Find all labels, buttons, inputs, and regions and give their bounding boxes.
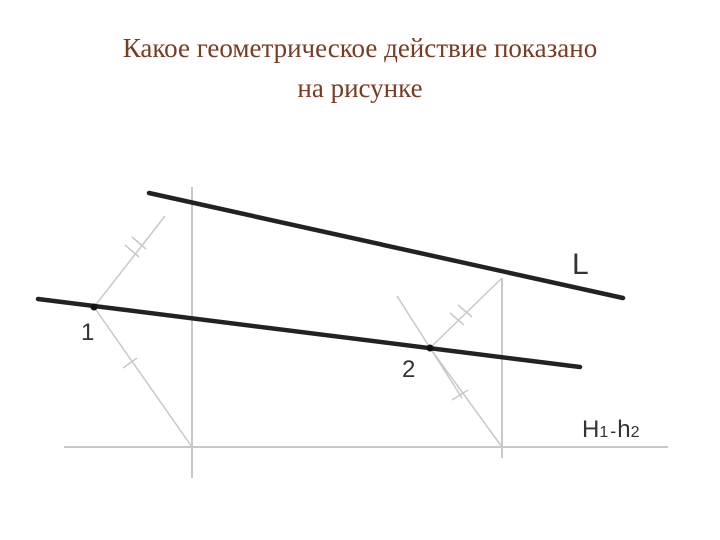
tick-mark <box>457 304 473 318</box>
label-axis-sub1: 1 <box>599 424 608 441</box>
label-axis-dash: - <box>610 421 616 441</box>
tick-mark <box>131 236 147 250</box>
title-line-1: Какое геометрическое действие показано <box>122 33 598 63</box>
construction-right-upper <box>429 277 503 349</box>
line-L <box>146 190 626 301</box>
label-axis-H: H <box>582 416 599 443</box>
label-axis-h: h <box>617 416 630 443</box>
label-point-1: 1 <box>81 319 94 346</box>
tick-mark <box>122 357 138 369</box>
construction-right-lower <box>429 347 503 448</box>
title-line-2: на рисунке <box>297 73 423 103</box>
tick-mark <box>451 389 469 401</box>
tick-mark <box>124 244 140 258</box>
label-point-2: 2 <box>402 356 415 383</box>
construction-left-lower <box>93 306 193 448</box>
label-axis-sub2: 2 <box>631 424 640 441</box>
slide-title: Какое геометрическое действие показано н… <box>0 28 720 108</box>
label-axis: H1-h2 <box>582 416 640 443</box>
point-1 <box>90 303 98 311</box>
tick-mark <box>449 312 465 326</box>
point-2 <box>426 344 434 352</box>
label-line-L: L <box>572 248 589 281</box>
line-1-2 <box>35 296 583 370</box>
construction-left-upper <box>93 215 166 308</box>
